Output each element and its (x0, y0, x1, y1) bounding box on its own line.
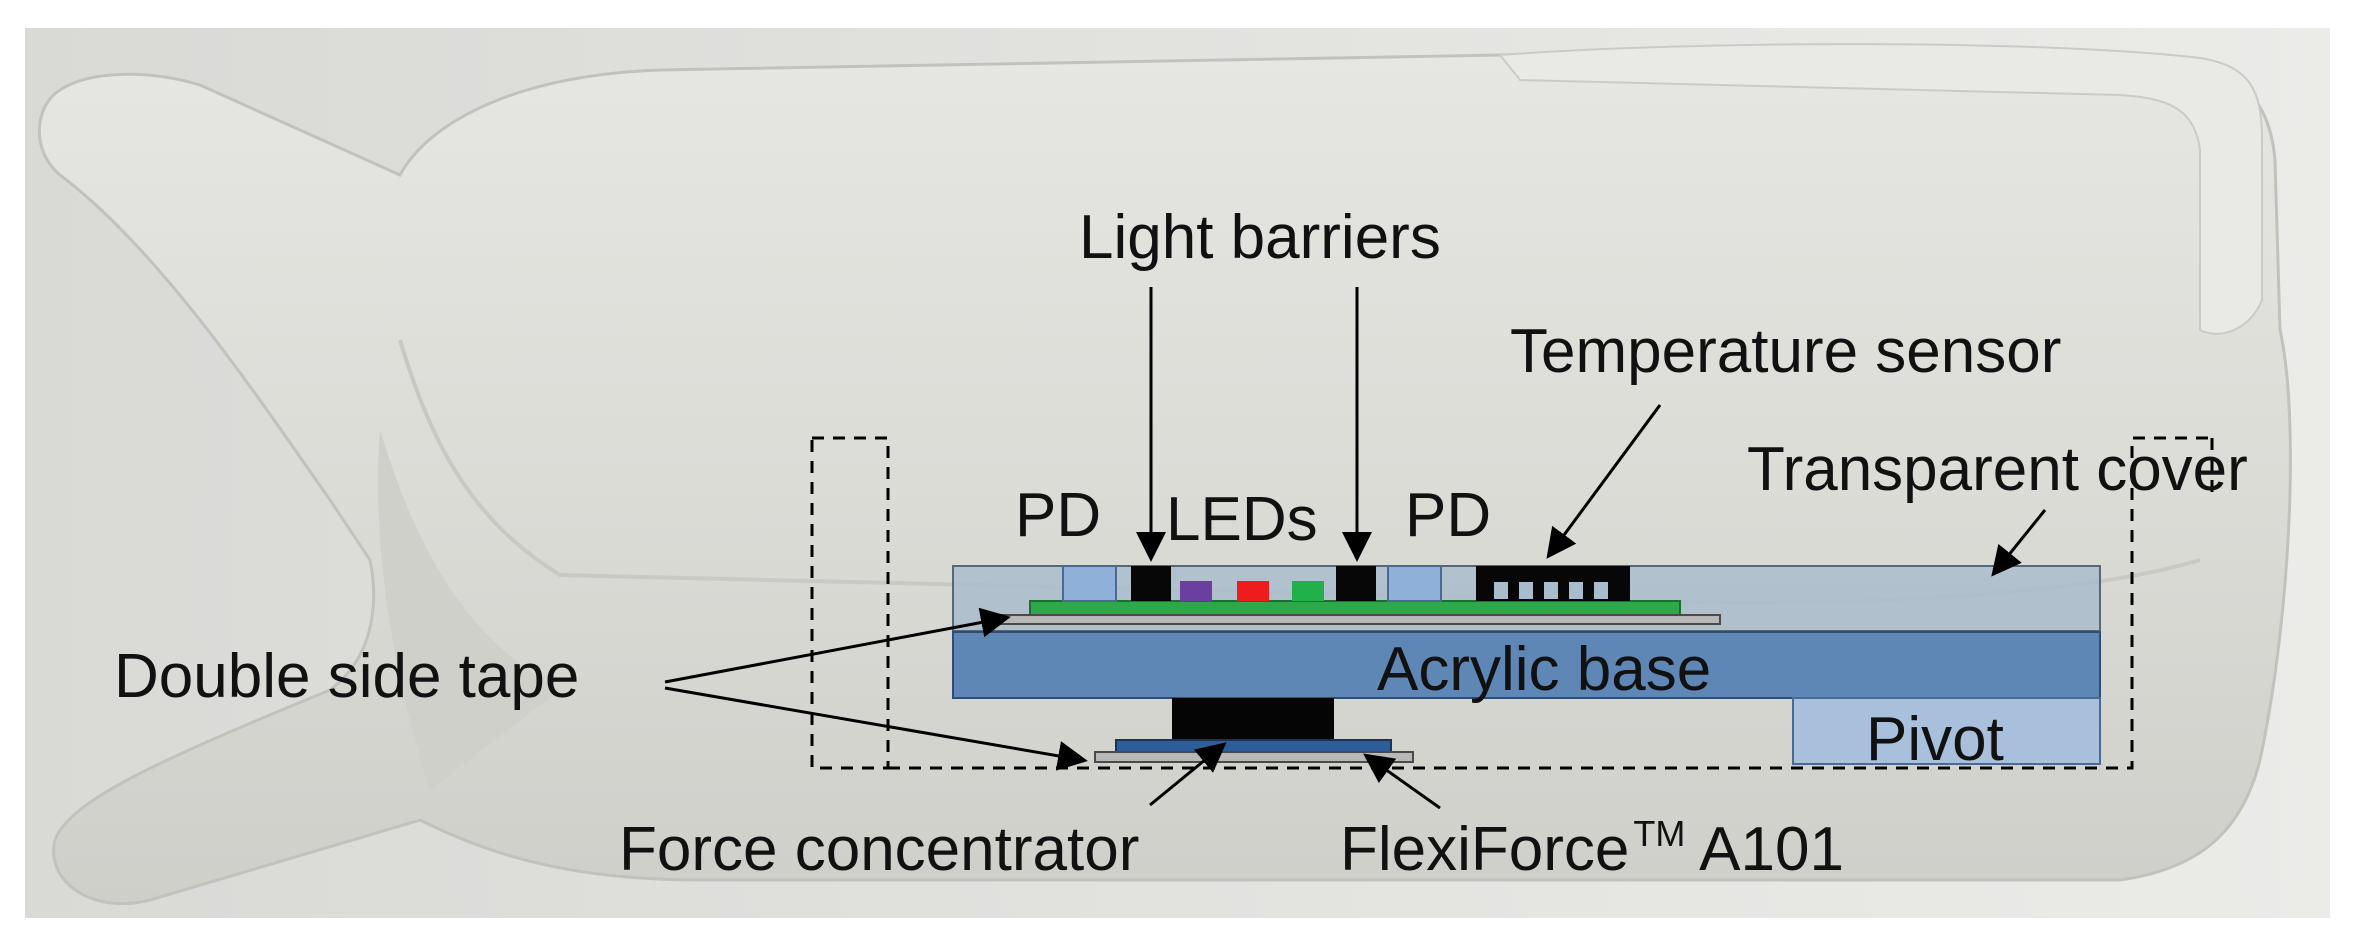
temperature-sensor-arrow (1546, 404, 1662, 559)
tape-arrow-bottom (664, 686, 1088, 771)
label-double-side-tape: Double side tape (114, 642, 579, 711)
label-acrylic-base: Acrylic base (1377, 635, 1711, 704)
force-concentrator-block (1172, 698, 1334, 740)
photodiode-icon (1062, 565, 1117, 602)
led-icon (1292, 581, 1324, 601)
label-flexiforce-tm: TM (1633, 813, 1685, 854)
label-flexiforce-name: FlexiForce (1340, 815, 1629, 884)
photodiode-icon (1387, 565, 1442, 602)
dashed-outlines (810, 436, 2214, 770)
label-pd-left: PD (1015, 481, 1101, 550)
light-barrier-icon (1131, 566, 1171, 601)
dashed-module-outline (888, 436, 2212, 770)
transparent-cover-arrow (1991, 509, 2047, 577)
device-hinge-shadow (378, 430, 560, 790)
force-sensor-strip (1115, 739, 1392, 753)
label-pivot: Pivot (1866, 705, 2004, 774)
label-leds: LEDs (1166, 485, 1318, 554)
led-icon (1237, 581, 1269, 601)
flexiforce-arrow (1363, 753, 1441, 810)
led-icon (1180, 581, 1212, 601)
adhesive-tape-bottom (1094, 751, 1414, 763)
labels: Light barriers Temperature sensor Transp… (114, 203, 2248, 884)
adhesive-tape-top (989, 614, 1721, 625)
label-force-concentrator: Force concentrator (619, 815, 1139, 884)
device-top-ridge (1498, 43, 2263, 335)
leader-arrows (664, 287, 2047, 810)
force-concentrator-arrow (1149, 742, 1227, 807)
sensor-stack (952, 565, 2101, 765)
label-transparent-cover: Transparent cover (1747, 435, 2248, 504)
label-light-barriers: Light barriers (1079, 203, 1441, 272)
tape-arrow-top (664, 607, 1011, 684)
dashed-left-column (810, 436, 890, 770)
label-temperature-sensor: Temperature sensor (1510, 317, 2061, 386)
label-flexiforce-model: A101 (1685, 815, 1844, 884)
temperature-sensor-icon (1476, 566, 1630, 601)
light-barrier-icon (1336, 566, 1376, 601)
acrylic-base-layer (952, 631, 2101, 699)
label-pd-right: PD (1405, 481, 1491, 550)
pivot-block (1792, 697, 2101, 765)
